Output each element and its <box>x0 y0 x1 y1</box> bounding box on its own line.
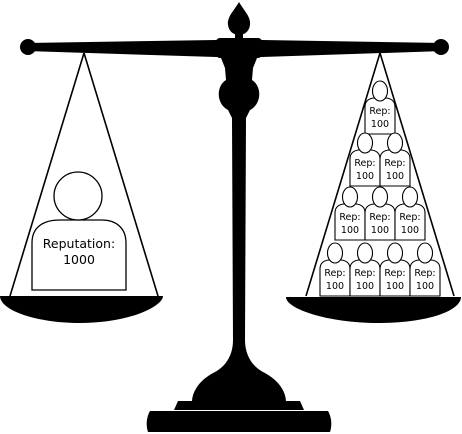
small-person-rep-value: 100 <box>401 225 419 236</box>
small-person-rep-value: 100 <box>341 225 359 236</box>
right-person-stack: Rep:100Rep:100Rep:100Rep:100Rep:100Rep:1… <box>319 80 441 297</box>
scale-base-plinth <box>174 401 304 410</box>
small-person-head <box>356 132 374 154</box>
small-person-head <box>371 80 389 102</box>
scale-finial <box>227 2 251 35</box>
small-person-figure: Rep: 100 <box>379 242 411 297</box>
scale-base <box>146 411 332 432</box>
small-person-rep-value: 100 <box>356 281 374 292</box>
left-reputation-value: 1000 <box>63 252 95 267</box>
small-person-rep-label: Rep: <box>354 158 375 169</box>
small-person-rep-value: 100 <box>371 119 389 130</box>
small-person-rep-value: 100 <box>326 281 344 292</box>
left-person-head <box>53 171 103 221</box>
small-person-figure: Rep: 100 <box>334 186 366 241</box>
small-person-rep-label: Rep: <box>324 268 345 279</box>
small-person-head <box>386 242 404 264</box>
small-person-rep-label: Rep: <box>384 268 405 279</box>
small-person-rep-label: Rep: <box>369 106 390 117</box>
small-person-figure: Rep: 100 <box>379 132 411 187</box>
left-pan <box>0 296 163 323</box>
small-person-figure: Rep: 100 <box>319 242 351 297</box>
small-person-figure: Rep: 100 <box>349 132 381 187</box>
small-person-head <box>371 186 389 208</box>
small-person-rep-label: Rep: <box>399 212 420 223</box>
small-person-figure: Rep: 100 <box>409 242 441 297</box>
scale-strings <box>9 52 455 297</box>
small-person-rep-value: 100 <box>386 281 404 292</box>
small-person-head <box>356 242 374 264</box>
small-person-head <box>401 186 419 208</box>
left-reputation-label: Reputation: <box>43 236 115 251</box>
small-person-head <box>326 242 344 264</box>
balance-scale <box>20 2 449 432</box>
small-person-figure: Rep: 100 <box>364 80 396 135</box>
scale-beam <box>26 40 444 57</box>
small-person-rep-value: 100 <box>371 225 389 236</box>
left-person-body <box>31 219 127 291</box>
scale-column <box>192 58 286 402</box>
small-person-head <box>341 186 359 208</box>
small-person-rep-label: Rep: <box>384 158 405 169</box>
small-person-rep-value: 100 <box>416 281 434 292</box>
scale-beam-left-knob <box>20 39 36 55</box>
left-person-figure <box>31 171 127 291</box>
small-person-rep-label: Rep: <box>354 268 375 279</box>
small-person-figure: Rep: 100 <box>394 186 426 241</box>
small-person-figure: Rep: 100 <box>364 186 396 241</box>
scale-beam-right-knob <box>433 39 449 55</box>
right-pan <box>286 297 461 323</box>
small-person-rep-value: 100 <box>356 171 374 182</box>
small-person-figure: Rep: 100 <box>349 242 381 297</box>
small-person-rep-label: Rep: <box>339 212 360 223</box>
small-person-head <box>416 242 434 264</box>
small-person-rep-value: 100 <box>386 171 404 182</box>
small-person-rep-label: Rep: <box>369 212 390 223</box>
small-person-head <box>386 132 404 154</box>
small-person-rep-label: Rep: <box>414 268 435 279</box>
